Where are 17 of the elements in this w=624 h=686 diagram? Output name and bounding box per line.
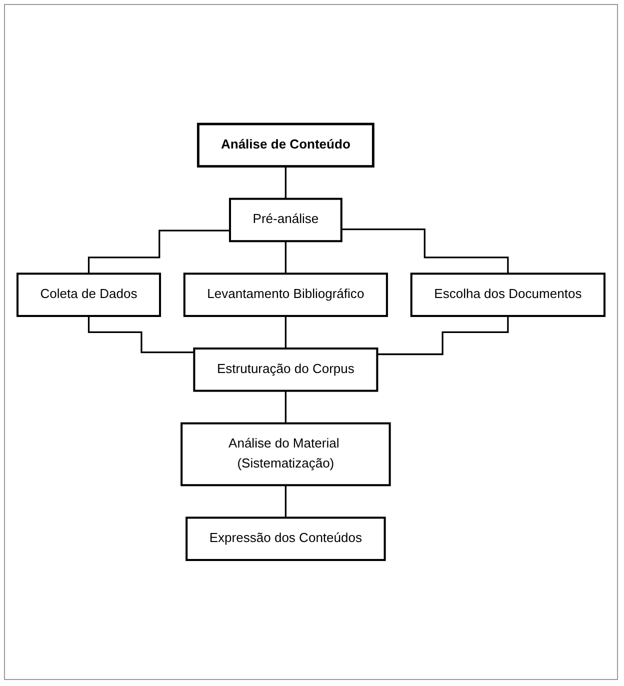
connector xyxy=(341,228,509,274)
connector xyxy=(284,315,286,350)
node-box: Expressão dos Conteúdos xyxy=(186,516,386,561)
node-box: Análise do Material (Sistematização) xyxy=(180,422,391,486)
node-box: Levantamento Bibliográfico xyxy=(183,272,388,317)
connector xyxy=(284,166,286,200)
node-box: Análise de Conteúdo xyxy=(196,122,374,168)
connector xyxy=(377,315,509,356)
connector xyxy=(284,240,286,274)
node-box: Estruturação do Corpus xyxy=(193,347,378,392)
connector xyxy=(88,315,194,354)
node-box: Pré-análise xyxy=(228,198,342,242)
connector xyxy=(284,390,286,424)
node-box: Escolha dos Documentos xyxy=(410,272,606,317)
connector xyxy=(88,230,230,274)
connector xyxy=(284,484,286,518)
node-box: Coleta de Dados xyxy=(16,272,162,317)
